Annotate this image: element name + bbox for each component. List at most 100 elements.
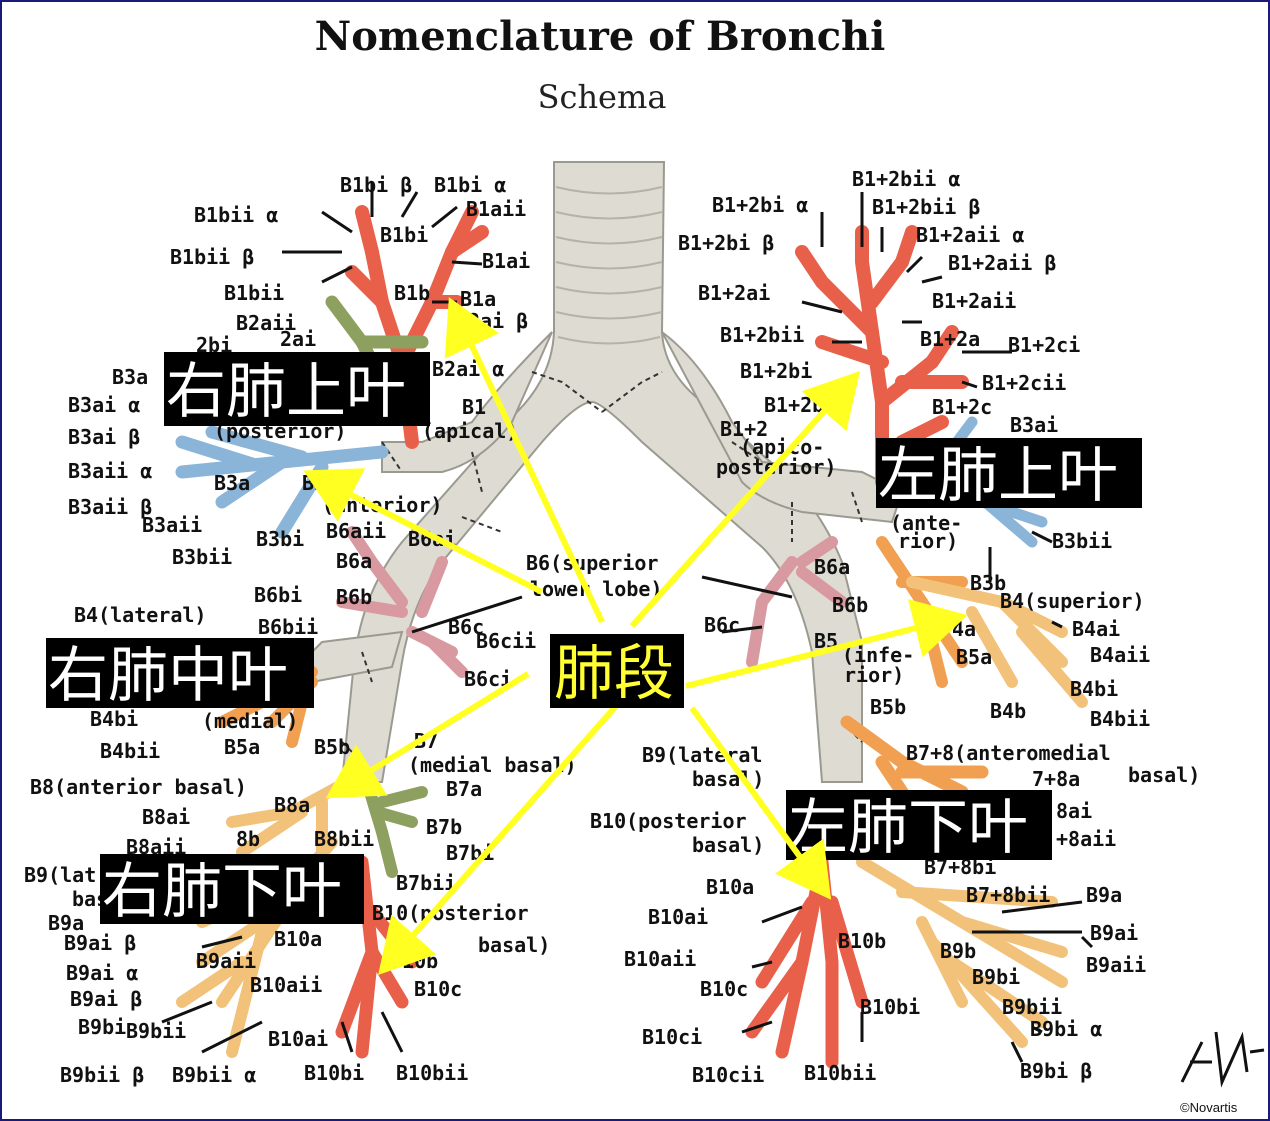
label-b5b: B5b [314,735,350,759]
label-b1bii-alpha: B1bii α [194,203,278,227]
label-l-b9bi-alpha: B9bi α [1030,1017,1102,1041]
label-medial: (medial) [202,709,298,733]
arrow-right-upper [444,297,605,624]
label-l-b12aii-alpha: B1+2aii α [916,223,1024,247]
label-b1bii-beta: B1bii β [170,245,254,269]
label-apical: (apical) [422,419,518,443]
label-b6bi: B6bi [254,583,302,607]
label-b3a: B3a [214,471,250,495]
label-b6bii: B6bii [258,615,318,639]
label-l-b9aii: B9aii [1086,953,1146,977]
label-b9ai-beta2: B9ai β [70,987,142,1011]
label-b3aii: B3aii [142,513,202,537]
label-basal-r: basal) [478,933,550,957]
label-b6b: B6b [336,585,372,609]
left-lower-branches [745,715,1068,1069]
center-label-text: 肺段 [554,639,674,709]
label-b8ai: B8ai [142,805,190,829]
signature-mark [1180,1031,1265,1088]
label-l-b78bii: B7+8bii [966,883,1050,907]
arrow-left-upper [629,371,860,628]
label-l-b10a: B10a [706,875,754,899]
label-b2aii: B2aii [236,311,296,335]
label-b6a: B6a [336,549,372,573]
label-l-b10b: B10b [838,929,886,953]
label-b6cii: B6cii [476,629,536,653]
lobe-labels: 右肺上叶 左肺上叶 右肺中叶 左肺下叶 右肺下叶 [46,352,1142,927]
label-l-b9bi-beta: B9bi β [1020,1059,1092,1083]
label-l-rior2: rior) [844,663,904,687]
label-l-b10bii: B10bii [804,1061,876,1085]
right-middle-lobe-label: 右肺中叶 [46,638,314,711]
label-l-b9bi: B9bi [972,965,1020,989]
label-b9ai-alpha: B9ai α [66,961,138,985]
label-l-b9b: B9b [940,939,976,963]
label-l-b78: B7+8(anteromedial [906,741,1111,765]
arrow-left-b10 [689,706,832,900]
label-lower-lobe: lower lobe) [530,577,662,601]
label-b3aii-alpha: B3aii α [68,459,152,483]
label-l-b12b: B1+2b [764,393,824,417]
label-l-b9bii: B9bii [1002,995,1062,1019]
label-b4bii: B4bii [100,739,160,763]
label-l-b12a: B1+2a [920,327,980,351]
label-l-b4aii: B4aii [1090,643,1150,667]
label-l-b12bii-beta: B1+2bii β [872,195,980,219]
label-l-b3b: B3b [970,571,1006,595]
label-b1bi: B1bi [380,223,428,247]
label-l-b12bi-alpha: B1+2bi α [712,193,808,217]
label-b6aii: B6aii [326,519,386,543]
label-l-b10ai: B10ai [648,905,708,929]
label-b1ai: B1ai [482,249,530,273]
label-l-b4bi: B4bi [1070,677,1118,701]
label-l-b3ai: B3ai [1010,413,1058,437]
signature-group: ©Novartis [1180,1031,1265,1115]
label-b4bi: B4bi [90,707,138,731]
label-l-b10aii: B10aii [624,947,696,971]
arrows [303,297,968,975]
label-b9bii-alpha: B9bii α [172,1063,256,1087]
label-l-b12c: B1+2c [932,395,992,419]
label-b2ai: 2ai [280,327,316,351]
label-l-b4ai: B4ai [1072,617,1120,641]
label-l-b9-lateral: B9(lateral [642,743,762,767]
label-l-b10cii: B10cii [692,1063,764,1087]
label-l-b6b: B6b [832,593,868,617]
label-b8-anterior-basal: B8(anterior basal) [30,775,247,799]
label-l-b4b: B4b [990,699,1026,723]
label-l-b10bi: B10bi [860,995,920,1019]
trachea-group [300,161,922,783]
label-b5a: B5a [224,735,260,759]
label-b10a: B10a [274,927,322,951]
label-l-b10c: B10c [700,977,748,1001]
label-b3ai-alpha: B3ai α [68,393,140,417]
label-b10aii: B10aii [250,973,322,997]
label-b1b: B1b [394,281,430,305]
label-l-b12bii-alpha: B1+2bii α [852,167,960,191]
label-b9bii: B9bii [126,1019,186,1043]
label-l-b6a: B6a [814,555,850,579]
label-l-b6c: B6c [704,613,740,637]
label-l-basal3: basal) [692,833,764,857]
label-medial-basal: (medial basal) [408,753,577,777]
label-b3a-top: B3a [112,365,148,389]
label-l-b8ai: 8ai [1056,799,1092,823]
label-l-b12bi: B1+2bi [740,359,812,383]
label-l-b78a: 7+8a [1032,767,1080,791]
label-b10ai: B10ai [268,1027,328,1051]
label-l-b12ci: B1+2ci [1008,333,1080,357]
label-b4-lateral: B4(lateral) [74,603,206,627]
label-l-b10-posterior: B10(posterior [590,809,747,833]
label-l-ante: (ante- [890,511,962,535]
label-l-b4-superior: B4(superior) [1000,589,1145,613]
label-b10bi: B10bi [304,1061,364,1085]
label-b3bi: B3bi [256,527,304,551]
left-upper-lobe-label: 左肺上叶 [876,438,1142,511]
label-l-b10ci: B10ci [642,1025,702,1049]
center-label: 肺段 [550,634,684,709]
label-l-b8aii: +8aii [1056,827,1116,851]
left-lower-lobe-text: 左肺下叶 [788,793,1028,863]
label-l-b12cii: B1+2cii [982,371,1066,395]
label-b1bi-alpha: B1bi α [434,173,506,197]
